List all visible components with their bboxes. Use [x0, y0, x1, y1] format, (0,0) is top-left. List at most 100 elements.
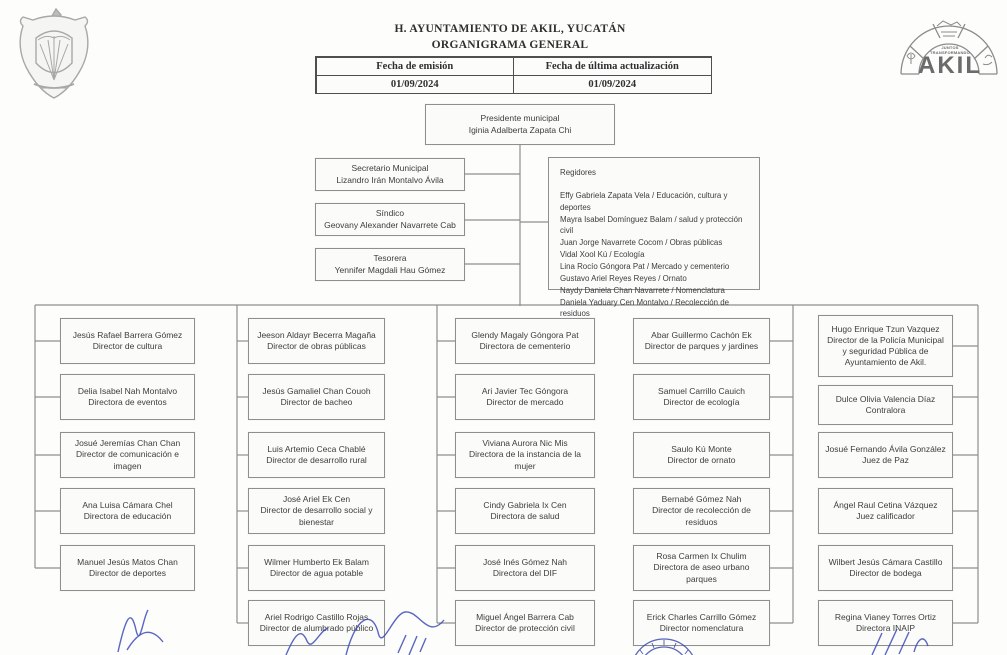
person-name: Bernabé Gómez Nah: [661, 494, 742, 505]
person-name: Ana Luisa Cámara Chel: [82, 499, 173, 510]
org-box: Rosa Carmen Ix Chulim Directora de aseo …: [633, 545, 770, 591]
position-title: Secretario Municipal: [351, 163, 429, 174]
position-title: Director de la Policía Municipal y segur…: [827, 334, 944, 368]
position-title: Juez de Paz: [862, 455, 909, 465]
title-line-1: H. AYUNTAMIENTO DE AKIL, YUCATÁN: [394, 23, 626, 35]
org-box-tesorera: Tesorera Yennifer Magdali Hau Gómez: [315, 248, 465, 281]
org-box: Hugo Enrique Tzun Vazquez Director de la…: [818, 315, 953, 377]
akil-arch-logo: [900, 20, 998, 75]
position-title: Director de recolección de residuos: [652, 505, 751, 527]
position-title: Director de ornato: [667, 455, 736, 465]
person-name: Manuel Jesús Matos Chan: [77, 556, 178, 567]
position-title: Presidente municipal: [480, 113, 560, 124]
org-box: Wilmer Humberto Ek Balam Director de agu…: [248, 545, 385, 591]
position-title: Directora de educación: [83, 511, 172, 521]
position-title: Directora de la instancia de la mujer: [469, 449, 581, 471]
akil-logo-wordmark: AKIL: [918, 52, 982, 79]
person-name: Geovany Alexander Navarrete Cab: [324, 219, 456, 230]
title-line-2: ORGANIGRAMA GENERAL: [431, 38, 589, 51]
person-name: Yennifer Magdali Hau Gómez: [334, 264, 446, 275]
person-name: José Inés Gómez Nah: [482, 556, 568, 567]
regidores-title: Regidores: [560, 168, 596, 177]
position-title: Director de desarrollo social y bienesta…: [260, 505, 373, 527]
regidor-item: Daniela Yaduary Cen Montalvo / Recolecci…: [560, 297, 730, 319]
position-title: Síndico: [375, 208, 405, 219]
org-box: Wilbert Jesús Cámara Castillo Director d…: [818, 545, 953, 591]
org-box: José Inés Gómez Nah Directora del DIF: [455, 545, 595, 591]
date-table: Fecha de emisión Fecha de última actuali…: [315, 56, 712, 94]
org-box: Glendy Magaly Góngora Pat Directora de c…: [455, 318, 595, 364]
org-box: Saulo Kú Monte Director de ornato: [633, 432, 770, 478]
person-name: Iginia Adalberta Zapata Chi: [468, 124, 572, 135]
person-name: Ari Javier Tec Góngora: [481, 385, 569, 396]
person-name: Samuel Carrillo Cauich: [658, 385, 745, 396]
org-box: Luis Artemio Ceca Chablé Director de des…: [248, 432, 385, 478]
person-name: Regina Vianey Torres Ortiz: [834, 611, 937, 622]
org-box: Dulce Olivia Valencia Díaz Contralora: [818, 385, 953, 425]
regidor-item: Mayra Isabel Domínguez Balam / salud y p…: [560, 214, 743, 236]
org-box: Jeeson Aldayr Becerra Magaña Director de…: [248, 318, 385, 364]
person-name: Rosa Carmen Ix Chulim: [656, 551, 747, 562]
org-box: Viviana Aurora Nic Mis Directora de la i…: [455, 432, 595, 478]
org-box: Samuel Carrillo Cauich Director de ecolo…: [633, 374, 770, 420]
position-title: Director de obras públicas: [267, 341, 366, 351]
org-box: Josué Fernando Ávila González Juez de Pa…: [818, 432, 953, 478]
position-title: Directora INAIP: [855, 623, 916, 633]
person-name: Erick Charles Carrillo Gómez: [646, 611, 757, 622]
position-title: Director de comunicación e imagen: [76, 449, 179, 471]
person-name: Lizandro Irán Montalvo Ávila: [336, 174, 444, 185]
org-box: Ari Javier Tec Góngora Director de merca…: [455, 374, 595, 420]
position-title: Directora de salud: [490, 511, 560, 521]
position-title: Tesorera: [373, 253, 407, 264]
person-name: Cindy Gabriela Ix Cen: [483, 499, 567, 510]
org-box: Jesús Gamaliel Chan Couoh Director de ba…: [248, 374, 385, 420]
org-box: Erick Charles Carrillo Gómez Director no…: [633, 600, 770, 646]
person-name: Ángel Raul Cetina Vázquez: [833, 499, 938, 510]
position-title: Directora del DIF: [492, 568, 558, 578]
municipal-coat-of-arms-logo: [19, 7, 89, 99]
position-title: Director de bodega: [849, 568, 922, 578]
org-box: Delia Isabel Nah Montalvo Directora de e…: [60, 374, 195, 420]
org-box: José Ariel Ek Cen Director de desarrollo…: [248, 488, 385, 534]
person-name: Luis Artemio Ceca Chablé: [267, 443, 366, 454]
person-name: Ariel Rodrigo Castillo Rojas: [264, 611, 369, 622]
document-title: H. AYUNTAMIENTO DE AKIL, YUCATÁN ORGANIG…: [295, 22, 725, 53]
regidor-item: Lina Rocío Góngora Pat / Mercado y cemen…: [560, 262, 730, 272]
position-title: Director de bacheo: [280, 397, 353, 407]
position-title: Director de agua potable: [269, 568, 364, 578]
org-box: Cindy Gabriela Ix Cen Directora de salud: [455, 488, 595, 534]
org-box: Bernabé Gómez Nah Director de recolecció…: [633, 488, 770, 534]
position-title: Directora de eventos: [88, 397, 167, 407]
person-name: Josué Jeremías Chan Chan: [74, 438, 181, 449]
org-box: Abar Guillermo Cachón Ek Director de par…: [633, 318, 770, 364]
org-box: Jesús Rafael Barrera Gómez Director de c…: [60, 318, 195, 364]
org-box: Manuel Jesús Matos Chan Director de depo…: [60, 545, 195, 591]
position-title: Contralora: [865, 405, 906, 415]
person-name: José Ariel Ek Cen: [282, 494, 351, 505]
person-name: Delia Isabel Nah Montalvo: [77, 385, 178, 396]
org-box-secretario: Secretario Municipal Lizandro Irán Monta…: [315, 158, 465, 191]
org-box-presidente: Presidente municipal Iginia Adalberta Za…: [425, 104, 615, 145]
position-title: Director de deportes: [88, 568, 166, 578]
person-name: Miguel Ángel Barrera Cab: [476, 611, 574, 622]
person-name: Jeeson Aldayr Becerra Magaña: [257, 329, 376, 340]
akil-logo-tagline: JUNTOS TRANSFORMANDO: [930, 45, 970, 55]
org-box-sindico: Síndico Geovany Alexander Navarrete Cab: [315, 203, 465, 236]
person-name: Hugo Enrique Tzun Vazquez: [831, 323, 940, 334]
person-name: Jesús Gamaliel Chan Couoh: [262, 385, 371, 396]
regidor-item: Effy Gabriela Zapata Vela / Educación, c…: [560, 190, 728, 212]
position-title: Directora de cementerio: [479, 341, 571, 351]
position-title: Director nomenclatura: [659, 623, 744, 633]
regidor-item: Naydy Daniela Chan Navarrete / Nomenclat…: [560, 285, 725, 295]
position-title: Director de cultura: [92, 341, 163, 351]
position-title: Director de ecología: [663, 397, 740, 407]
regidor-item: Vidal Xool Kú / Ecología: [560, 250, 645, 260]
person-name: Glendy Magaly Góngora Pat: [471, 329, 579, 340]
regidor-item: Juan Jorge Navarrete Cocom / Obras públi…: [560, 238, 723, 248]
regidor-item: Gustavo Ariel Reyes Reyes / Ornato: [560, 273, 687, 283]
position-title: Director de protección civil: [475, 623, 575, 633]
org-box: Ángel Raul Cetina Vázquez Juez calificad…: [818, 488, 953, 534]
